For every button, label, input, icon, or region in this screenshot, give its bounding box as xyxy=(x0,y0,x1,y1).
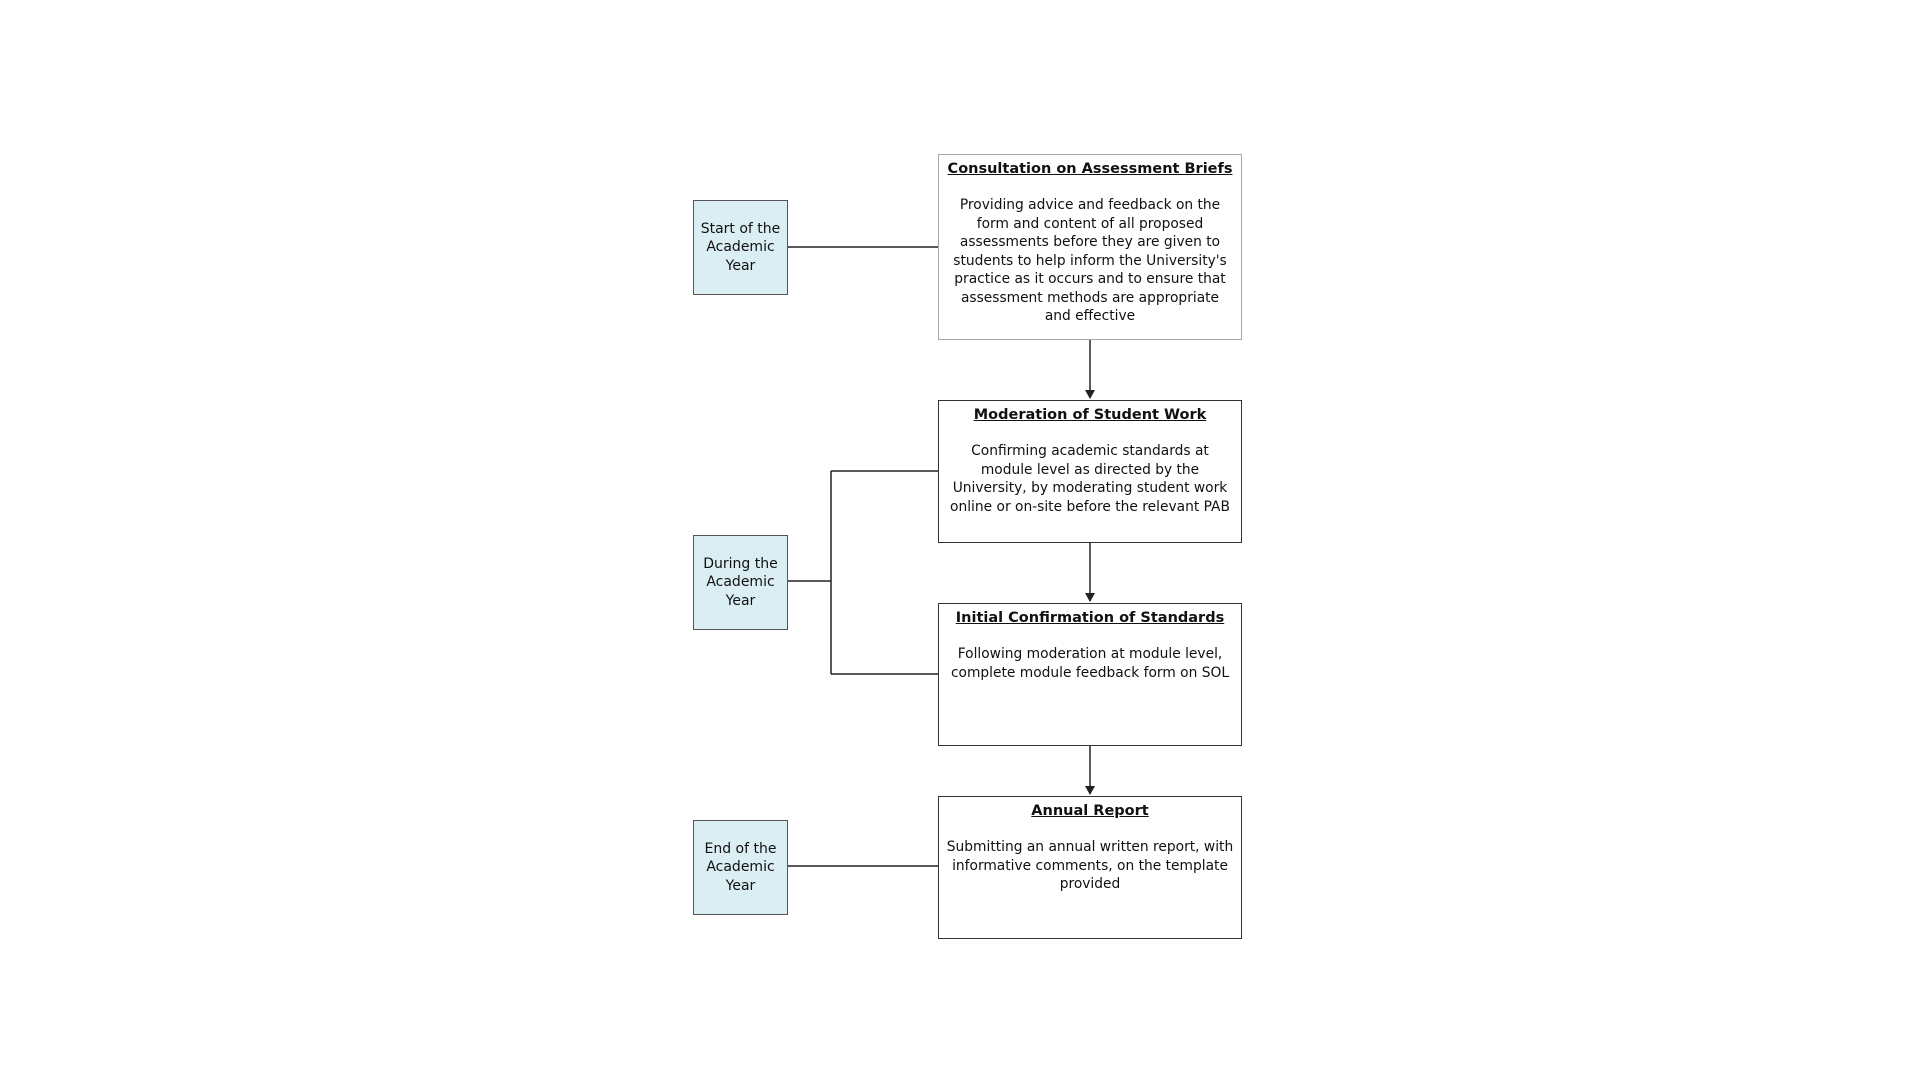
phase-start-of-year: Start of the Academic Year xyxy=(693,200,788,295)
step-annual-report: Annual Report Submitting an annual writt… xyxy=(938,796,1242,939)
step-moderation-title: Moderation of Student Work xyxy=(973,407,1207,423)
step-annual-report-body: Submitting an annual written report, wit… xyxy=(946,839,1234,892)
step-annual-report-title: Annual Report xyxy=(1031,803,1149,819)
step-consultation-body: Providing advice and feedback on the for… xyxy=(953,197,1227,324)
phase-during-label: During the Academic Year xyxy=(703,555,778,609)
phase-end-of-year: End of the Academic Year xyxy=(693,820,788,915)
step-initial-confirmation-body: Following moderation at module level, co… xyxy=(950,646,1230,681)
step-consultation-title: Consultation on Assessment Briefs xyxy=(947,161,1233,177)
phase-end-label: End of the Academic Year xyxy=(704,840,777,894)
step-initial-confirmation-title: Initial Confirmation of Standards xyxy=(955,610,1225,626)
phase-during-year: During the Academic Year xyxy=(693,535,788,630)
step-consultation: Consultation on Assessment Briefs Provid… xyxy=(938,154,1242,340)
step-moderation-body: Confirming academic standards at module … xyxy=(950,443,1230,515)
step-moderation: Moderation of Student Work Confirming ac… xyxy=(938,400,1242,543)
step-initial-confirmation: Initial Confirmation of Standards Follow… xyxy=(938,603,1242,746)
phase-start-label: Start of the Academic Year xyxy=(700,220,781,274)
